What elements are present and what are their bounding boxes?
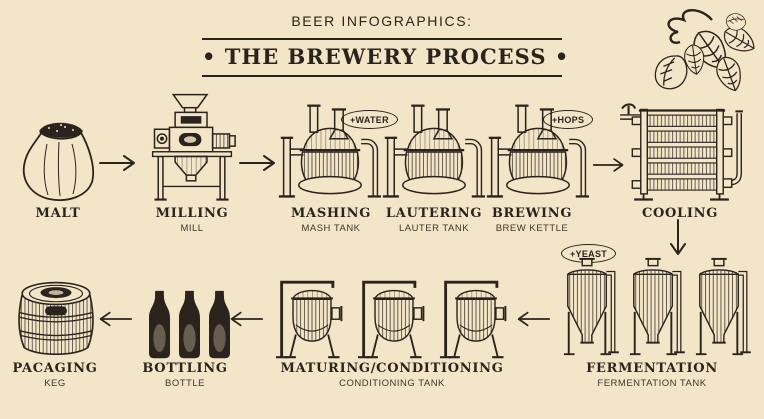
step-title: BOTTLING xyxy=(142,361,228,376)
flow-arrow-right-icon xyxy=(238,153,278,173)
fermentation-tank-icon xyxy=(688,256,752,360)
step-label-mashing: MASHING MASH TANK xyxy=(281,206,381,234)
conditioning-tank-icon xyxy=(272,268,352,361)
beer-bottle-icon xyxy=(176,290,203,360)
flow-arrow-left-icon xyxy=(515,309,551,329)
beer-bottles-icon xyxy=(146,290,233,360)
conditioning-tanks-icon xyxy=(272,268,516,361)
title-block: • THE BREWERY PROCESS • xyxy=(202,38,570,77)
step-subtitle: CONDITIONING TANK xyxy=(339,378,445,389)
step-title: MASHING xyxy=(290,206,372,221)
hops-badge: +HOPS xyxy=(543,110,594,129)
step-title: MILLING xyxy=(155,206,229,221)
fermentation-tank-icon xyxy=(556,256,620,360)
water-badge: +WATER xyxy=(341,110,398,129)
step-title: COOLING xyxy=(641,206,719,221)
flow-arrow-left-icon xyxy=(97,309,133,329)
step-label-milling: MILLING MILL xyxy=(142,206,242,234)
step-subtitle: MASH TANK xyxy=(301,223,361,234)
flow-arrow-down-icon xyxy=(668,218,688,258)
step-label-cooling: COOLING xyxy=(630,206,730,221)
step-subtitle: FERMENTATION TANK xyxy=(597,378,707,389)
step-title: BREWING xyxy=(491,206,573,221)
fermentation-tank-icon xyxy=(622,256,686,360)
malt-sack-icon xyxy=(12,116,106,204)
conditioning-tank-icon xyxy=(436,268,516,361)
heat-exchanger-icon xyxy=(618,102,746,207)
step-label-malt: MALT xyxy=(8,206,108,221)
step-label-lautering: LAUTERING LAUTER TANK xyxy=(384,206,484,234)
step-label-bottling: BOTTLING BOTTLE xyxy=(135,361,235,389)
step-title: FERMENTATION xyxy=(586,361,718,376)
grain-mill-icon xyxy=(147,92,237,204)
page-title: • THE BREWERY PROCESS • xyxy=(202,44,570,69)
step-subtitle: BOTTLE xyxy=(165,378,205,389)
step-title: LAUTERING xyxy=(385,206,483,221)
step-title: MATURING/CONDITIONING xyxy=(280,361,504,376)
step-subtitle: KEG xyxy=(44,378,66,389)
step-label-packaging: PACAGING KEG xyxy=(5,361,105,389)
step-subtitle: BREW KETTLE xyxy=(495,223,569,234)
step-label-brewing: BREWING BREW KETTLE xyxy=(482,206,582,234)
step-label-fermentation: FERMENTATION FERMENTATION TANK xyxy=(577,361,727,389)
step-subtitle: LAUTER TANK xyxy=(398,223,470,234)
beer-bottle-icon xyxy=(206,290,233,360)
step-label-maturing: MATURING/CONDITIONING CONDITIONING TANK xyxy=(267,361,517,389)
step-subtitle: MILL xyxy=(180,223,204,234)
beer-bottle-icon xyxy=(146,290,173,360)
flow-arrow-right-icon xyxy=(98,153,138,173)
step-title: PACAGING xyxy=(12,361,98,376)
flow-arrow-left-icon xyxy=(228,309,264,329)
beer-keg-icon xyxy=(12,278,100,362)
infographic-kicker: BEER INFOGRAPHICS: xyxy=(291,13,473,29)
fermentation-tanks-icon xyxy=(556,256,752,360)
step-title: MALT xyxy=(35,206,81,221)
conditioning-tank-icon xyxy=(354,268,434,361)
